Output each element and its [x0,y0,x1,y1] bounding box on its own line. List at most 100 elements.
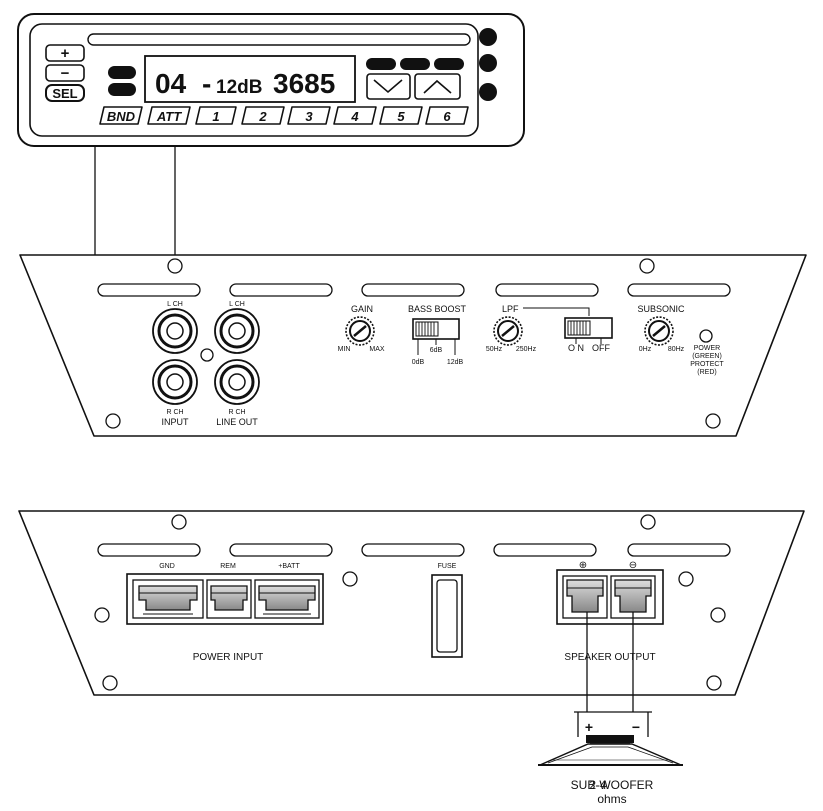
att-button[interactable]: ATT [147,106,191,125]
subsonic-knob[interactable] [644,316,674,346]
vent-slot [627,543,731,557]
function-pill[interactable] [400,58,430,70]
screw-hole [706,675,722,691]
rch-input-label: R CH [166,409,183,416]
eject-knob[interactable] [479,83,497,101]
speaker-minus-terminal[interactable] [610,575,656,619]
display-track: 04 [155,68,187,99]
batt-terminal[interactable] [254,579,320,619]
lpf-on-off-switch[interactable] [564,317,613,344]
bb-6db-label: 6dB [430,347,443,354]
impedance-label: 2-4 [589,778,607,792]
sub-80-label: 80Hz [668,346,685,353]
vent-slot [229,283,333,297]
led-red-label: (RED) [697,369,716,376]
screw-hole [105,413,121,429]
function-pill[interactable] [366,58,396,70]
input-label: INPUT [162,417,190,427]
sub-plus-label: + [585,719,593,735]
bnd-button[interactable]: BND [99,106,143,125]
led-protect-label: PROTECT [690,361,724,368]
screw-hole [200,348,214,362]
sub-0-label: 0Hz [639,346,652,353]
fuse-holder[interactable] [431,574,463,658]
preset-6-button[interactable]: 6 [425,106,469,125]
power-knob[interactable] [479,28,497,46]
screw-hole [640,514,656,530]
preset-3-button[interactable]: 3 [287,106,331,125]
ohms-label: ohms [597,792,626,806]
amp-power-panel: GND REM +BATT POWER INPUT FUSE ⊕ [18,510,805,696]
screw-hole [639,258,655,274]
preset-2-label: 2 [258,109,267,124]
vol-up-label: + [61,45,70,62]
rca-input-left[interactable] [152,308,198,354]
preset-pill[interactable] [108,66,136,79]
preset-1-label: 1 [212,109,219,124]
vent-slot [493,543,597,557]
gain-knob[interactable] [345,316,375,346]
preset-2-button[interactable]: 2 [241,106,285,125]
cd-slot [87,33,471,46]
preset-1-button[interactable]: 1 [195,106,237,125]
power-led [699,329,713,343]
bb-0db-label: 0dB [412,359,425,366]
preset-4-label: 4 [350,109,359,124]
screw-hole [705,413,721,429]
subwoofer-label: SUB-WOOFER [571,778,654,792]
lch-input-label: L CH [167,301,183,308]
bb-12db-label: 12dB [447,359,464,366]
lpf-knob[interactable] [493,316,523,346]
lcd-display: 04 - 12dB 3685 [144,55,356,103]
speaker-output-label: SPEAKER OUTPUT [564,652,655,663]
rch-lineout-label: R CH [228,409,245,416]
rca-lineout-left[interactable] [214,308,260,354]
vent-slot [229,543,333,557]
head-unit: + − SEL 04 - 12dB 3685 [17,13,525,147]
sel-button[interactable]: SEL [45,84,85,102]
screw-hole [342,571,358,587]
rca-lineout-right[interactable] [214,359,260,405]
display-freq: 3685 [273,68,335,99]
vent-slot [361,543,465,557]
preset-4-button[interactable]: 4 [333,106,377,125]
lpf-off-label: OFF [592,343,610,353]
gain-label: GAIN [351,304,373,314]
mode-knob[interactable] [479,54,497,72]
vol-up-button[interactable]: + [45,44,85,62]
function-pill[interactable] [434,58,464,70]
led-power-label: POWER [694,345,720,352]
preset-pill[interactable] [108,83,136,96]
lpf-250-label: 250Hz [516,346,537,353]
lpf-label: LPF [502,304,519,314]
line-out-label: LINE OUT [216,417,258,427]
batt-label: +BATT [278,563,300,570]
speaker-minus-symbol: ⊖ [629,560,637,571]
screw-hole [710,607,726,623]
lpf-on-label: O N [568,343,584,353]
preset-5-button[interactable]: 5 [379,106,423,125]
bass-boost-switch[interactable] [412,318,460,355]
vent-slot [97,283,201,297]
speaker-plus-terminal[interactable] [562,575,608,619]
sel-label: SEL [52,86,77,101]
chevron-down-icon [373,79,403,94]
gain-max-label: MAX [369,346,385,353]
lpf-50-label: 50Hz [486,346,503,353]
subwoofer: + − SUB-WOOFER 2-4 ohms [538,711,683,806]
rca-input-right[interactable] [152,359,198,405]
rem-terminal[interactable] [206,579,252,619]
subsonic-label: SUBSONIC [637,304,685,314]
sub-minus-label: − [632,719,640,735]
seek-down-button[interactable] [366,73,411,100]
vent-slot [97,543,201,557]
screw-hole [102,675,118,691]
power-input-label: POWER INPUT [193,652,264,663]
vol-down-button[interactable]: − [45,64,85,82]
seek-up-button[interactable] [414,73,461,100]
gnd-label: GND [159,563,175,570]
vol-down-label: − [61,65,70,82]
chevron-up-icon [423,79,452,94]
gnd-terminal[interactable] [132,579,204,619]
